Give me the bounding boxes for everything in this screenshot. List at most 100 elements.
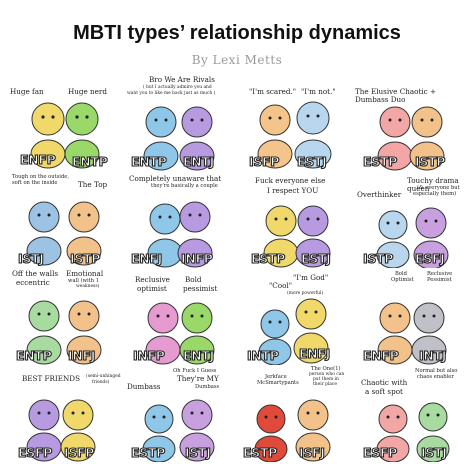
type-label: ENTP <box>71 153 108 169</box>
panel-enfp-intj: Bold Optimist Reclusive Pessimist ENFP I… <box>353 268 468 365</box>
caption: put them in <box>313 377 339 382</box>
caption: their place <box>313 382 337 387</box>
caption: Fuck everyone else <box>255 176 326 185</box>
caption: (semi-unhinged <box>86 374 121 379</box>
panel-esfp-isfp: BEST FRIENDS (semi-unhinged friends) ESF… <box>6 365 121 462</box>
caption: "Cool" <box>269 281 293 290</box>
caption: Huge fan <box>10 87 44 96</box>
panel-infp-entj: Reclusive optimist Bold pessimist INFP E… <box>121 268 236 365</box>
type-label: ISFP <box>248 153 280 169</box>
type-label: INTJ <box>418 347 447 363</box>
caption: friends) <box>92 380 110 385</box>
type-label: INFP <box>132 347 165 363</box>
type-label: ESTJ <box>300 250 331 266</box>
type-label: ESFP <box>362 444 398 460</box>
caption: Bro We Are Rivals <box>149 75 215 84</box>
illustration-entp-infj <box>26 300 102 365</box>
caption: pessimist <box>183 284 218 293</box>
panel-intp-enfj: "I'm God" "Cool" (more powerful) INTP EN… <box>237 268 352 365</box>
type-label: INFJ <box>67 347 96 363</box>
caption: Dumbass <box>195 384 220 390</box>
type-label: ENTJ <box>182 347 214 363</box>
type-label: INFP <box>180 250 213 266</box>
panel-entp-entj: Bro We Are Rivals ( but I actually admir… <box>121 74 236 171</box>
caption: McSmartypants <box>257 380 299 386</box>
caption: Optimist <box>391 277 414 283</box>
type-label: ENFP <box>19 151 56 167</box>
panel-isfp-estj: "I'm scared." "I'm not." ISFP ESTJ <box>237 74 352 171</box>
type-label: ESTP <box>250 250 286 266</box>
caption: weakness) <box>76 284 100 289</box>
caption: The Top <box>78 180 108 189</box>
caption: The One(1) <box>311 366 341 372</box>
caption: optimist <box>137 284 167 293</box>
illustration-estp-estj <box>263 205 331 268</box>
caption: (& everyone but <box>417 185 460 191</box>
illustration-enfp-entp <box>30 102 100 169</box>
panel-entp-infj: Off the walls eccentric Emotional wall (… <box>6 268 121 365</box>
type-label: ENFP <box>362 347 399 363</box>
panel-istp-esfj: Touchy drama queen (& everyone but espec… <box>353 171 468 268</box>
caption: I respect YOU <box>267 186 319 195</box>
type-label: ISTJ <box>17 250 44 266</box>
caption: (more powerful) <box>287 291 324 296</box>
illustration-intp-enfj <box>258 298 329 365</box>
type-label: ESTP <box>242 444 278 460</box>
illustration-istj-istp <box>26 201 102 266</box>
type-label: ESTP <box>130 444 166 460</box>
type-label: ISFJ <box>298 444 325 460</box>
illustration-enfp-intj <box>377 302 447 365</box>
caption: "I'm scared." <box>249 87 297 96</box>
type-label: ENFJ <box>130 250 162 266</box>
caption: Tough on the outside, <box>12 174 69 180</box>
panel-enfj-infp: Completely unaware that they're basicall… <box>121 171 236 268</box>
caption: Normal but also <box>415 368 458 374</box>
type-label: ENTJ <box>182 153 214 169</box>
caption: Jerkface <box>265 374 287 380</box>
caption: Pessimist <box>427 277 452 283</box>
caption: Reclusive <box>135 275 170 284</box>
caption: "I'm not." <box>301 87 336 96</box>
caption: wall (with 1 <box>68 278 99 284</box>
illustration-istp-esfj <box>376 207 449 268</box>
panel-estp-istj: Dumbass Oh Fuck I Guess They're MY Dumba… <box>121 365 236 462</box>
caption: Completely unaware that <box>129 174 222 183</box>
type-label: ESFP <box>17 444 53 460</box>
type-label: ESTJ <box>296 153 327 169</box>
type-label: ISTJ <box>420 444 447 460</box>
illustration-estp-istj <box>142 399 215 462</box>
caption: Touchy drama queen <box>407 176 459 193</box>
caption: a soft spot <box>365 387 403 396</box>
caption: Huge nerd <box>68 87 107 96</box>
author-credit: By Lexi Metts <box>191 53 283 67</box>
caption: Bold <box>395 271 407 277</box>
caption: Chaotic with <box>361 378 408 387</box>
illustration-estp-isfj <box>254 399 331 462</box>
illustration-entp-entj <box>143 106 215 171</box>
caption: person who can <box>309 372 345 377</box>
caption: "I'm God" <box>293 273 329 282</box>
type-label: ISFP <box>63 444 95 460</box>
type-label: ENTP <box>130 153 167 169</box>
panel-estp-istp-1: The Elusive Chaotic + Dumbass Duo ESTP I… <box>353 74 468 171</box>
comic-grid: Huge fan Huge nerd ENFP ENTP Bro We Are … <box>6 74 468 462</box>
illustration-infp-entj <box>145 302 215 365</box>
panel-estp-estj: Fuck everyone else I respect YOU ESTP ES… <box>237 171 352 268</box>
caption: chaos enabler <box>417 374 454 380</box>
caption: The Elusive Chaotic + Dumbass Duo <box>355 87 436 104</box>
illustration-esfp-istj <box>376 402 450 462</box>
caption: Overthinker <box>357 190 402 199</box>
caption: Dumbass <box>127 382 161 391</box>
panel-estp-isfj: Jerkface McSmartypants The One(1) person… <box>237 365 352 462</box>
illustration-enfj-infp <box>147 201 213 268</box>
type-label: ENFJ <box>298 345 330 361</box>
type-label: ISTJ <box>184 444 211 460</box>
caption: especially them) <box>413 191 457 197</box>
type-label: ISTP <box>362 250 394 266</box>
type-label: INTP <box>246 347 279 363</box>
caption: soft on the inside <box>12 180 58 186</box>
caption: Oh Fuck I Guess <box>173 368 217 374</box>
type-label: ENTP <box>15 347 52 363</box>
type-label: ISTP <box>414 153 446 169</box>
type-label: ESFJ <box>414 250 445 266</box>
